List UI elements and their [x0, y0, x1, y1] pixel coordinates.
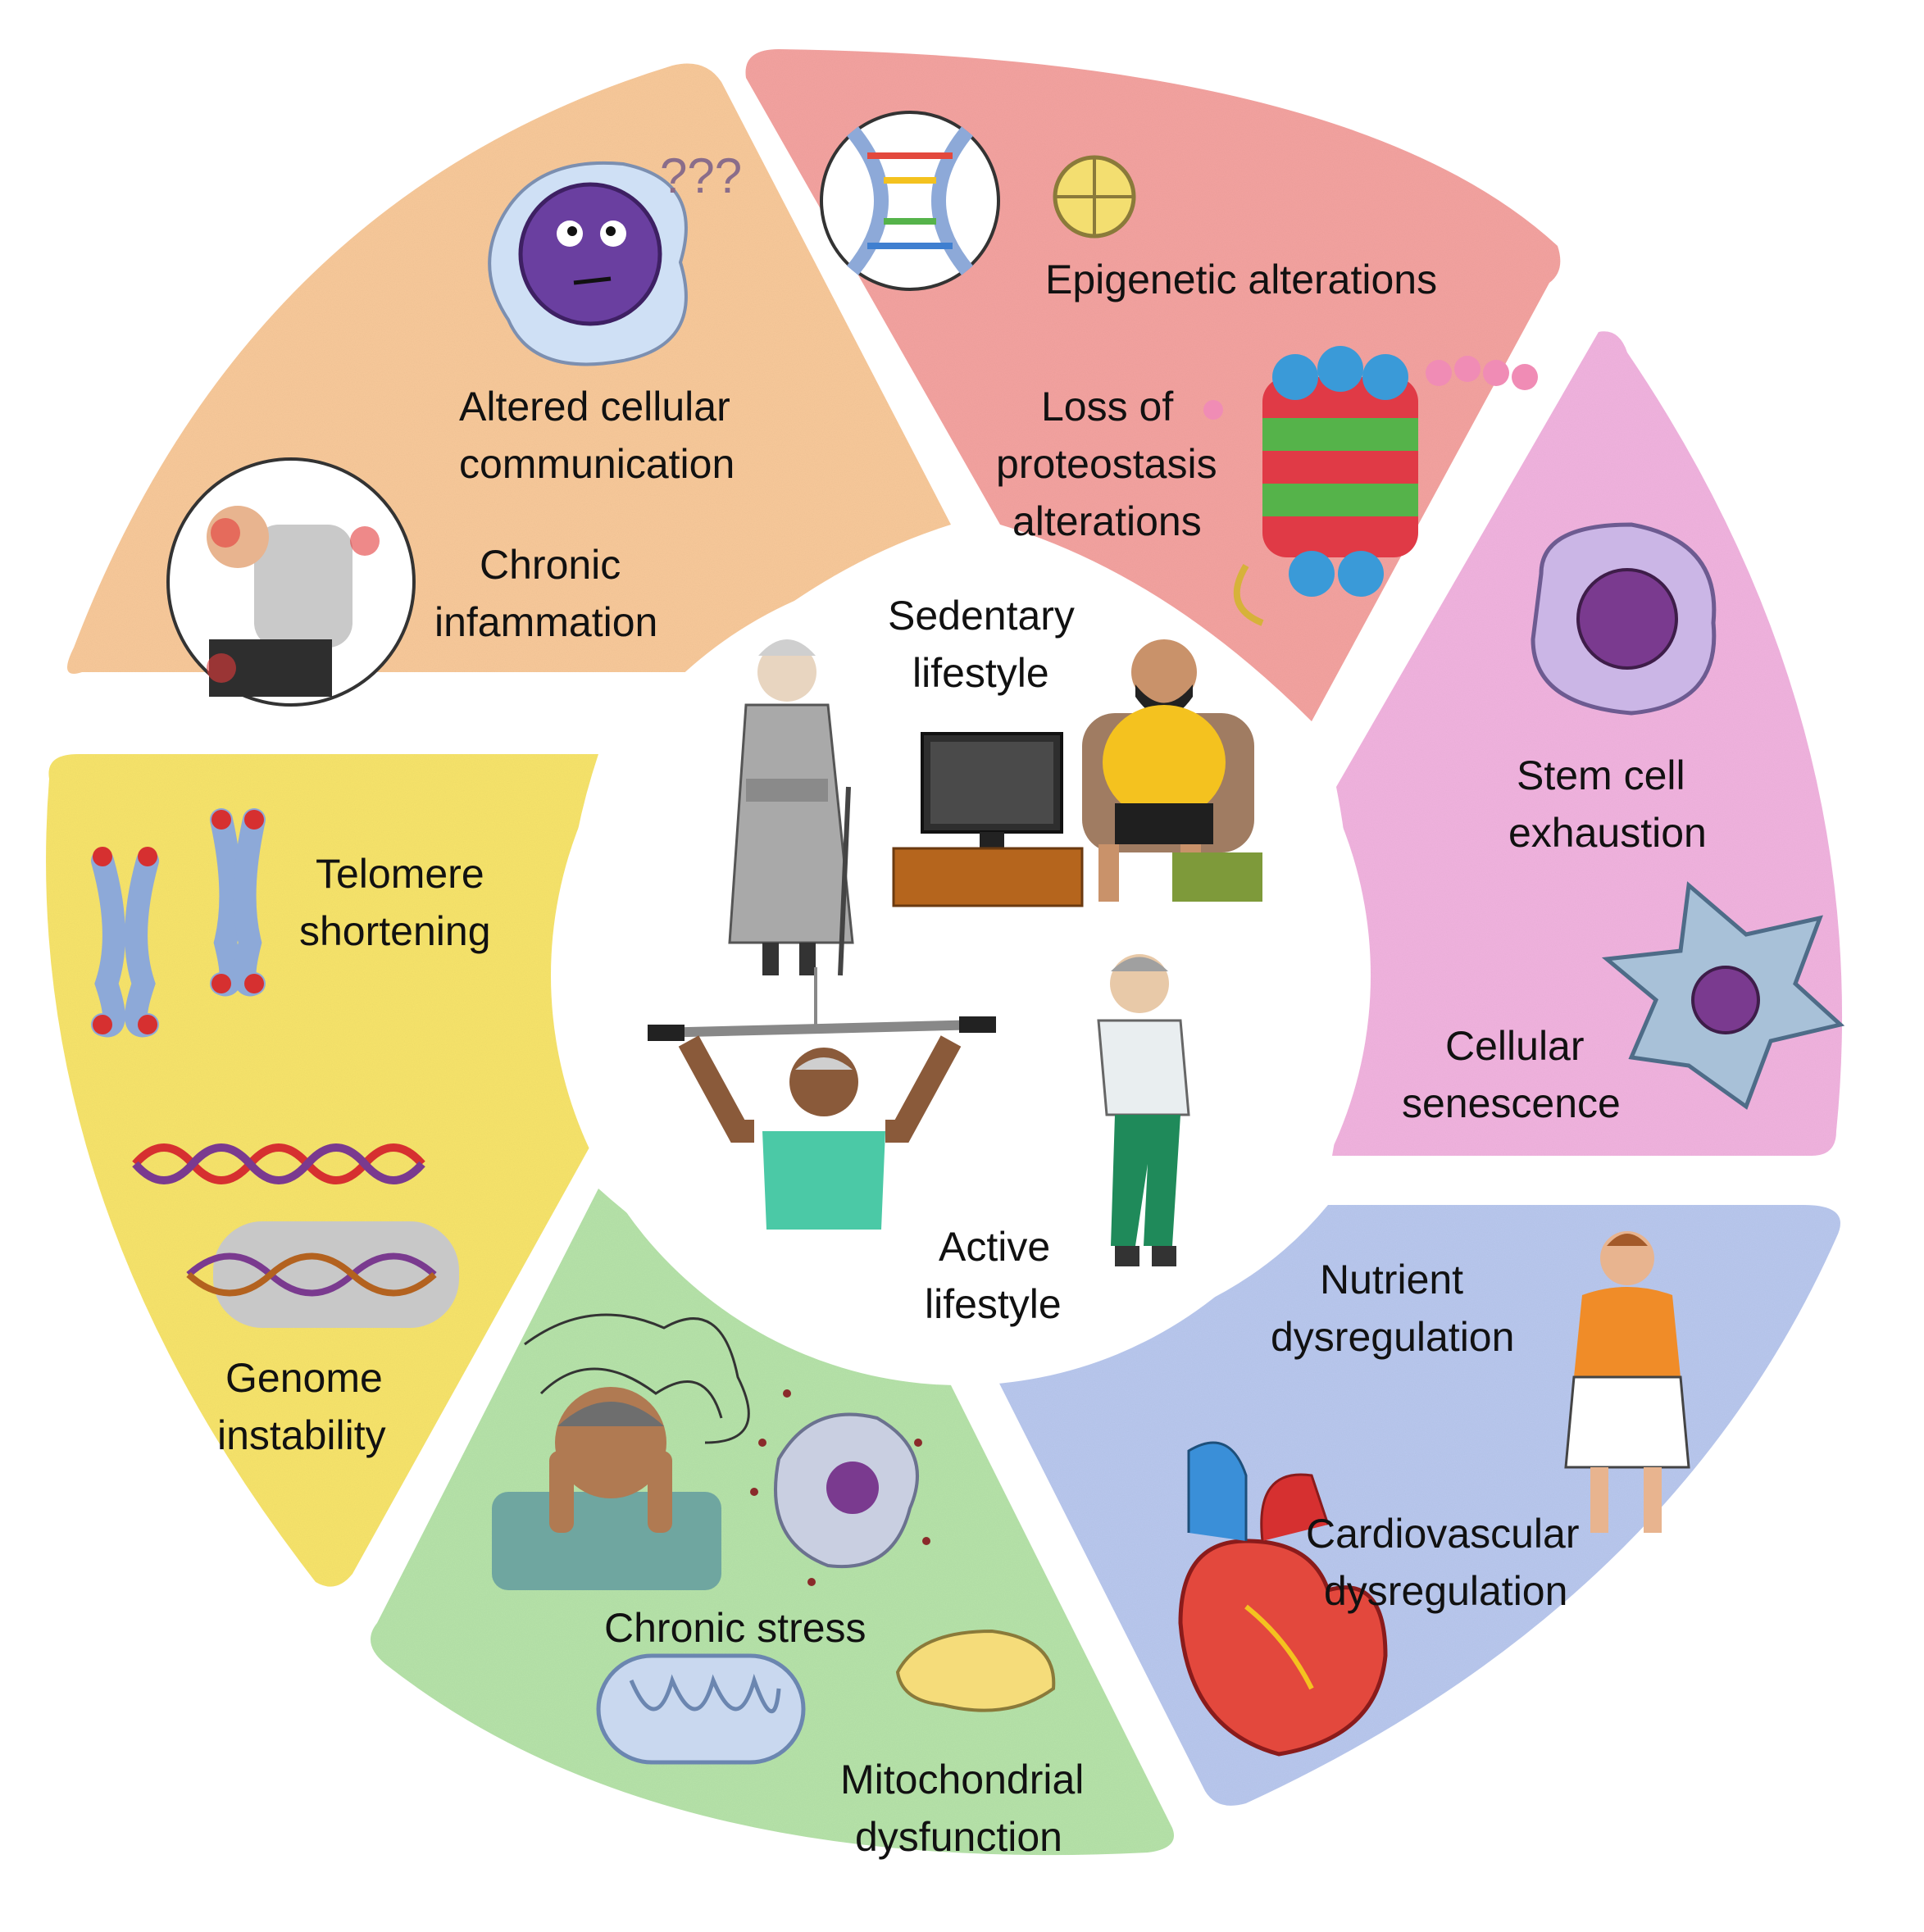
center-sedentary-line1: Sedentary	[888, 593, 1075, 639]
segment-pink-label2-line2: senescence	[1402, 1080, 1621, 1126]
stressed-man-icon	[492, 1313, 750, 1590]
segment-blue-label1-line2: dysregulation	[1271, 1314, 1514, 1360]
segment-salmon-label2-line2: proteostasis	[996, 441, 1217, 487]
segment-yellow	[46, 754, 598, 1587]
obese-woman-icon	[1564, 1231, 1690, 1533]
segment-salmon-label2-line3: alterations	[1012, 498, 1202, 544]
segment-pink-label1-line2: exhaustion	[1508, 810, 1707, 856]
dna-helix-icon	[132, 1143, 459, 1328]
segment-yellow-label2-line2: instability	[217, 1412, 386, 1458]
segment-orange-label1-line2: communication	[459, 441, 735, 487]
segment-pink-label2-line1: Cellular	[1445, 1023, 1585, 1069]
elderly-woman-cane-icon	[728, 639, 854, 976]
center-active-line2: lifestyle	[925, 1281, 1062, 1327]
stem-cell-icon	[1531, 522, 1717, 716]
center-active-line1: Active	[939, 1224, 1050, 1270]
damaged-cell-icon	[750, 1389, 930, 1586]
segment-orange-label1-line1: Altered cellular	[459, 384, 730, 430]
senescent-cell-icon	[1601, 881, 1845, 1110]
segment-yellow-label1-line2: shortening	[299, 908, 491, 954]
segment-orange-label2-line1: Chronic	[480, 542, 621, 588]
proteasome-icon	[1203, 346, 1538, 626]
mitochondrion-icon	[596, 1629, 1056, 1765]
inflamed-person-icon	[166, 457, 416, 707]
sitting-man-icon	[1082, 639, 1262, 902]
segment-yellow-label1-line1: Telomere	[316, 851, 484, 897]
segment-green-label2-line2: dysfunction	[855, 1814, 1062, 1860]
center-sedentary-line2: lifestyle	[912, 650, 1049, 696]
segment-pink-label1-line1: Stem cell	[1517, 752, 1685, 798]
man-pulldown-icon	[648, 967, 996, 1230]
tv-set-icon	[892, 732, 1084, 907]
segment-orange-label2-line2: infammation	[434, 599, 657, 645]
confused-immune-cell-icon: ???	[488, 148, 742, 366]
segment-blue-label2-line2: dysregulation	[1324, 1568, 1567, 1614]
svg-text:???: ???	[660, 148, 742, 203]
segment-green-label2-line1: Mitochondrial	[840, 1757, 1084, 1802]
segment-yellow-label2-line1: Genome	[225, 1355, 383, 1401]
segment-salmon-label1-line1: Epigenetic alterations	[1045, 257, 1437, 302]
woman-jogging-icon	[1097, 954, 1190, 1266]
segment-yellow-shape	[46, 754, 598, 1587]
segment-blue-label2-line1: Cardiovascular	[1306, 1511, 1579, 1557]
heart-icon	[1178, 1441, 1388, 1757]
segment-salmon-label2-line1: Loss of	[1041, 384, 1173, 430]
chromosome-icon	[91, 808, 266, 1038]
dna-methylation-icon	[820, 111, 1136, 291]
segment-green-label1-line1: Chronic stress	[604, 1605, 866, 1651]
segment-blue-label1-line1: Nutrient	[1320, 1257, 1463, 1302]
